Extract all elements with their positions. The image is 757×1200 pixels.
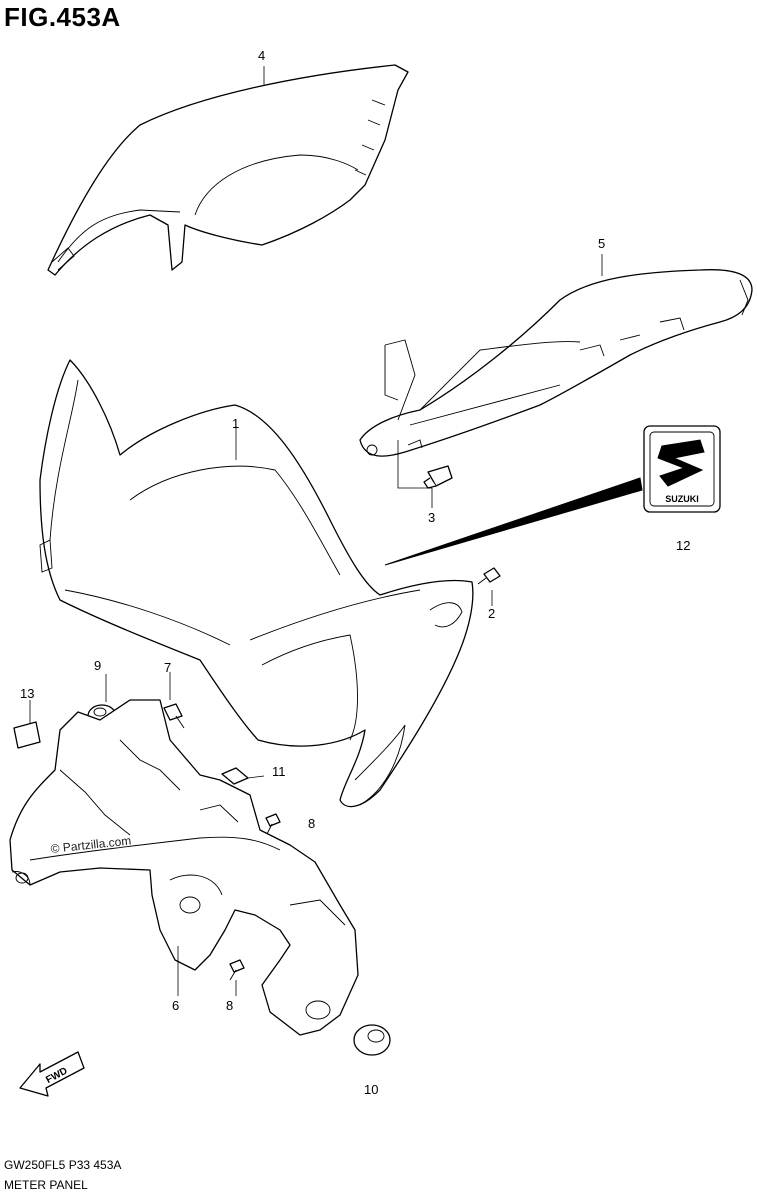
callout-5: 5 (598, 236, 606, 251)
part-9-nut-clip[interactable] (221, 767, 249, 785)
callout-10: 9 (94, 658, 102, 673)
callout-1: 1 (232, 416, 240, 431)
part-3-clip[interactable] (423, 465, 453, 489)
callout-8-lower: 8 (226, 998, 234, 1013)
callout-6: 6 (172, 998, 180, 1013)
callout-8-upper: 8 (308, 816, 316, 831)
part-7-bolt[interactable] (163, 703, 185, 729)
part-13-pad[interactable] (13, 721, 41, 749)
part-4-windscreen[interactable] (47, 64, 409, 276)
part-6-bracket[interactable] (9, 699, 359, 1036)
emblem-text: SUZUKI (665, 494, 699, 504)
callout-11: 10 (364, 1082, 379, 1097)
part-11-grommet[interactable] (353, 1024, 391, 1056)
part-12-emblem[interactable]: SUZUKI (643, 425, 721, 513)
figure-title: FIG.453A (4, 2, 121, 32)
part-2-screw[interactable] (477, 567, 501, 585)
callout-3: 3 (428, 510, 436, 525)
figure-code: GW250FL5 P33 453A (4, 1158, 122, 1172)
callout-7: 7 (164, 660, 172, 675)
part-8-screw-upper[interactable] (265, 813, 281, 837)
callout-13: 13 (20, 686, 35, 701)
part-5-panel[interactable] (359, 269, 753, 457)
callout-9: 11 (272, 764, 286, 779)
emblem-placement-wedge (384, 477, 643, 566)
part-8-screw-lower[interactable] (229, 959, 245, 981)
callout-2: 2 (488, 606, 496, 621)
fwd-arrow-icon: FWD (19, 1051, 85, 1097)
callout-12: 12 (676, 538, 691, 553)
part-1-meter-cowl[interactable] (39, 359, 474, 808)
figure-name: METER PANEL (4, 1178, 88, 1192)
leader-lines (29, 66, 603, 996)
callout-4: 4 (258, 48, 266, 63)
